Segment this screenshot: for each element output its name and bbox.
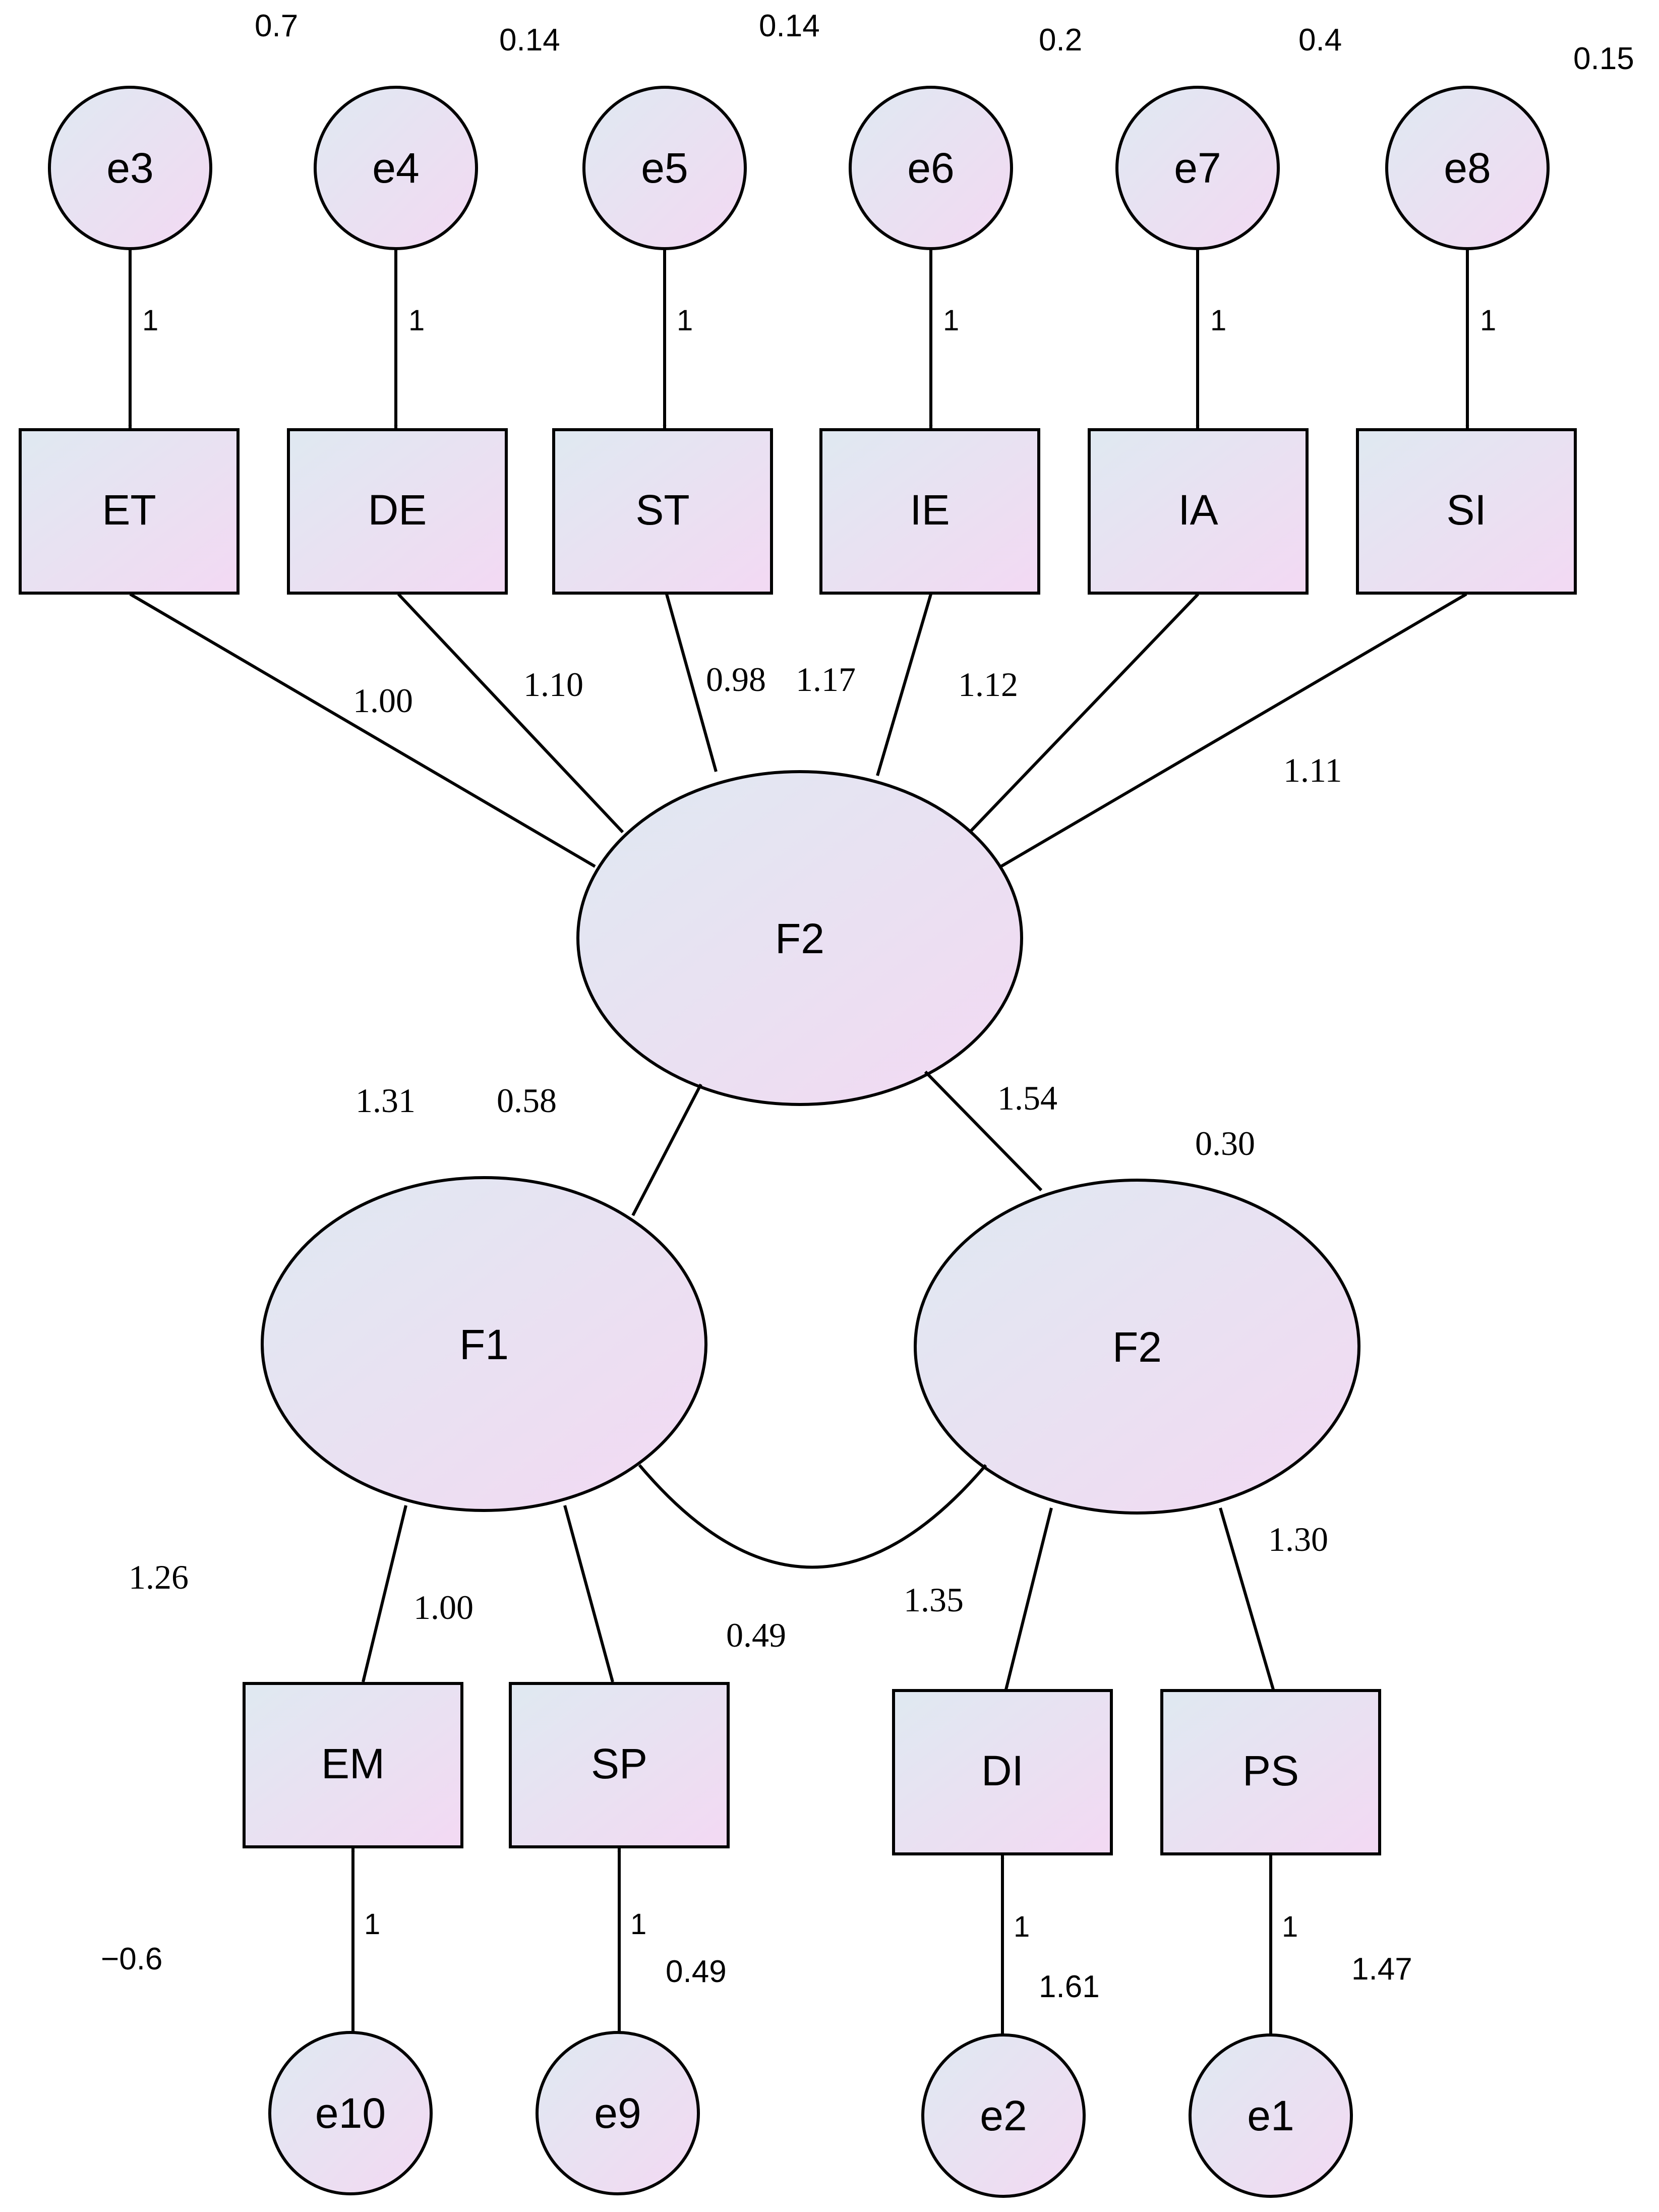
svg-text:DI: DI	[981, 1747, 1024, 1794]
loading-F2-SI	[1000, 593, 1467, 868]
svg-text:F2: F2	[775, 915, 824, 962]
loading-F2-ST	[665, 594, 718, 772]
loading-F2-IE	[876, 594, 932, 776]
error-node-e4: e4	[314, 86, 478, 250]
svg-text:e4: e4	[372, 144, 419, 192]
path-label-F2lower-F2: 1.54	[997, 1079, 1057, 1117]
error-variance-e7: 0.4	[1298, 23, 1342, 57]
loading-F2-ET	[129, 593, 596, 868]
loading-label-EM: 1.00	[413, 1588, 473, 1626]
loading-F2-DI	[1004, 1507, 1053, 1690]
error-loading-e4: 1	[408, 304, 425, 337]
loading-label-IE: 1.17	[796, 660, 856, 698]
error-node-e7: e7	[1115, 86, 1280, 250]
svg-text:IE: IE	[910, 486, 950, 534]
indicator-EM: EM	[243, 1682, 463, 1848]
loading-label-IA: 1.12	[958, 665, 1018, 704]
svg-text:e7: e7	[1174, 144, 1221, 192]
svg-text:e10: e10	[315, 2089, 386, 2137]
svg-text:F1: F1	[459, 1321, 509, 1368]
error-node-e8: e8	[1385, 86, 1550, 250]
loading-F2-IA	[969, 593, 1200, 833]
svg-text:SI: SI	[1446, 486, 1486, 534]
svg-text:F2: F2	[1112, 1323, 1162, 1371]
loading-label-DE: 1.10	[523, 665, 583, 704]
svg-text:e8: e8	[1444, 144, 1491, 192]
svg-text:e9: e9	[594, 2089, 641, 2137]
indicator-IE: IE	[819, 428, 1040, 595]
error-loading-e6: 1	[943, 304, 959, 337]
path-label-F1-F2: 0.58	[497, 1081, 557, 1120]
error-variance-e6: 0.2	[1039, 23, 1082, 57]
error-variance-e9: 0.49	[666, 1954, 727, 1989]
loading-F1-EM	[362, 1505, 407, 1682]
svg-text:e6: e6	[907, 144, 954, 192]
indicator-PS: PS	[1160, 1689, 1381, 1855]
error-node-e6: e6	[849, 86, 1013, 250]
latent-F1: F1	[261, 1176, 707, 1512]
loading-F2-DE	[397, 593, 624, 834]
error-node-e1: e1	[1189, 2033, 1353, 2198]
loading-label-DI: 1.35	[904, 1581, 964, 1619]
indicator-DI: DI	[892, 1689, 1113, 1855]
covariance-F1-F2	[638, 1464, 987, 1569]
svg-text:ST: ST	[635, 486, 689, 534]
error-variance-e8: 0.15	[1573, 41, 1634, 76]
error-variance-e4: 0.14	[499, 23, 560, 57]
error-variance-e1: 1.47	[1351, 1952, 1412, 1987]
loading-label-ET: 1.00	[353, 681, 413, 720]
svg-text:e5: e5	[641, 144, 688, 192]
error-variance-e5: 0.14	[759, 9, 820, 43]
loading-F1-SP	[563, 1505, 614, 1682]
indicator-DE: DE	[287, 428, 508, 595]
error-loading-e7: 1	[1210, 304, 1226, 337]
error-variance-e2: 1.61	[1039, 1969, 1100, 2004]
svg-text:e3: e3	[106, 144, 153, 192]
loading-label-SI: 1.11	[1283, 751, 1342, 789]
error-variance-e3: 0.7	[255, 9, 298, 43]
svg-text:e2: e2	[980, 2092, 1027, 2139]
svg-text:DE: DE	[368, 486, 427, 534]
loading-label-PS: 1.30	[1268, 1520, 1328, 1558]
loading-label-SP: 1.26	[129, 1558, 189, 1596]
svg-text:EM: EM	[321, 1740, 385, 1787]
error-loading-e2: 1	[1014, 1910, 1030, 1943]
error-loading-e5: 1	[677, 304, 693, 337]
error-loading-e8: 1	[1480, 304, 1496, 337]
error-loading-e10: 1	[364, 1908, 380, 1941]
path-F2lower-F2	[924, 1070, 1043, 1192]
error-node-e2: e2	[921, 2033, 1086, 2198]
svg-text:SP: SP	[591, 1740, 647, 1787]
path-F1-F2	[631, 1083, 702, 1216]
loading-F2-PS	[1219, 1507, 1275, 1690]
error-node-e5: e5	[582, 86, 747, 250]
indicator-SP: SP	[509, 1682, 730, 1848]
error-variance-e10: −0.6	[101, 1942, 162, 1976]
latent-F2-top: F2	[576, 770, 1023, 1106]
covariance-label: 0.49	[726, 1616, 786, 1654]
indicator-SI: SI	[1356, 428, 1577, 595]
error-loading-e1: 1	[1282, 1910, 1298, 1943]
variance-label-F2lower: 0.30	[1195, 1124, 1255, 1162]
indicator-ET: ET	[19, 428, 240, 595]
svg-text:PS: PS	[1242, 1747, 1299, 1794]
error-node-e3: e3	[48, 86, 212, 250]
error-node-e10: e10	[268, 2031, 433, 2195]
svg-text:e1: e1	[1247, 2092, 1294, 2139]
svg-text:IA: IA	[1178, 486, 1218, 534]
error-node-e9: e9	[536, 2031, 700, 2195]
loading-label-ST: 0.98	[706, 660, 766, 698]
variance-label-F1: 1.31	[356, 1081, 416, 1120]
svg-text:ET: ET	[102, 486, 156, 534]
latent-F2-lower: F2	[914, 1179, 1360, 1515]
error-loading-e9: 1	[630, 1908, 646, 1941]
error-loading-e3: 1	[142, 304, 158, 337]
indicator-ST: ST	[552, 428, 773, 595]
indicator-IA: IA	[1088, 428, 1309, 595]
